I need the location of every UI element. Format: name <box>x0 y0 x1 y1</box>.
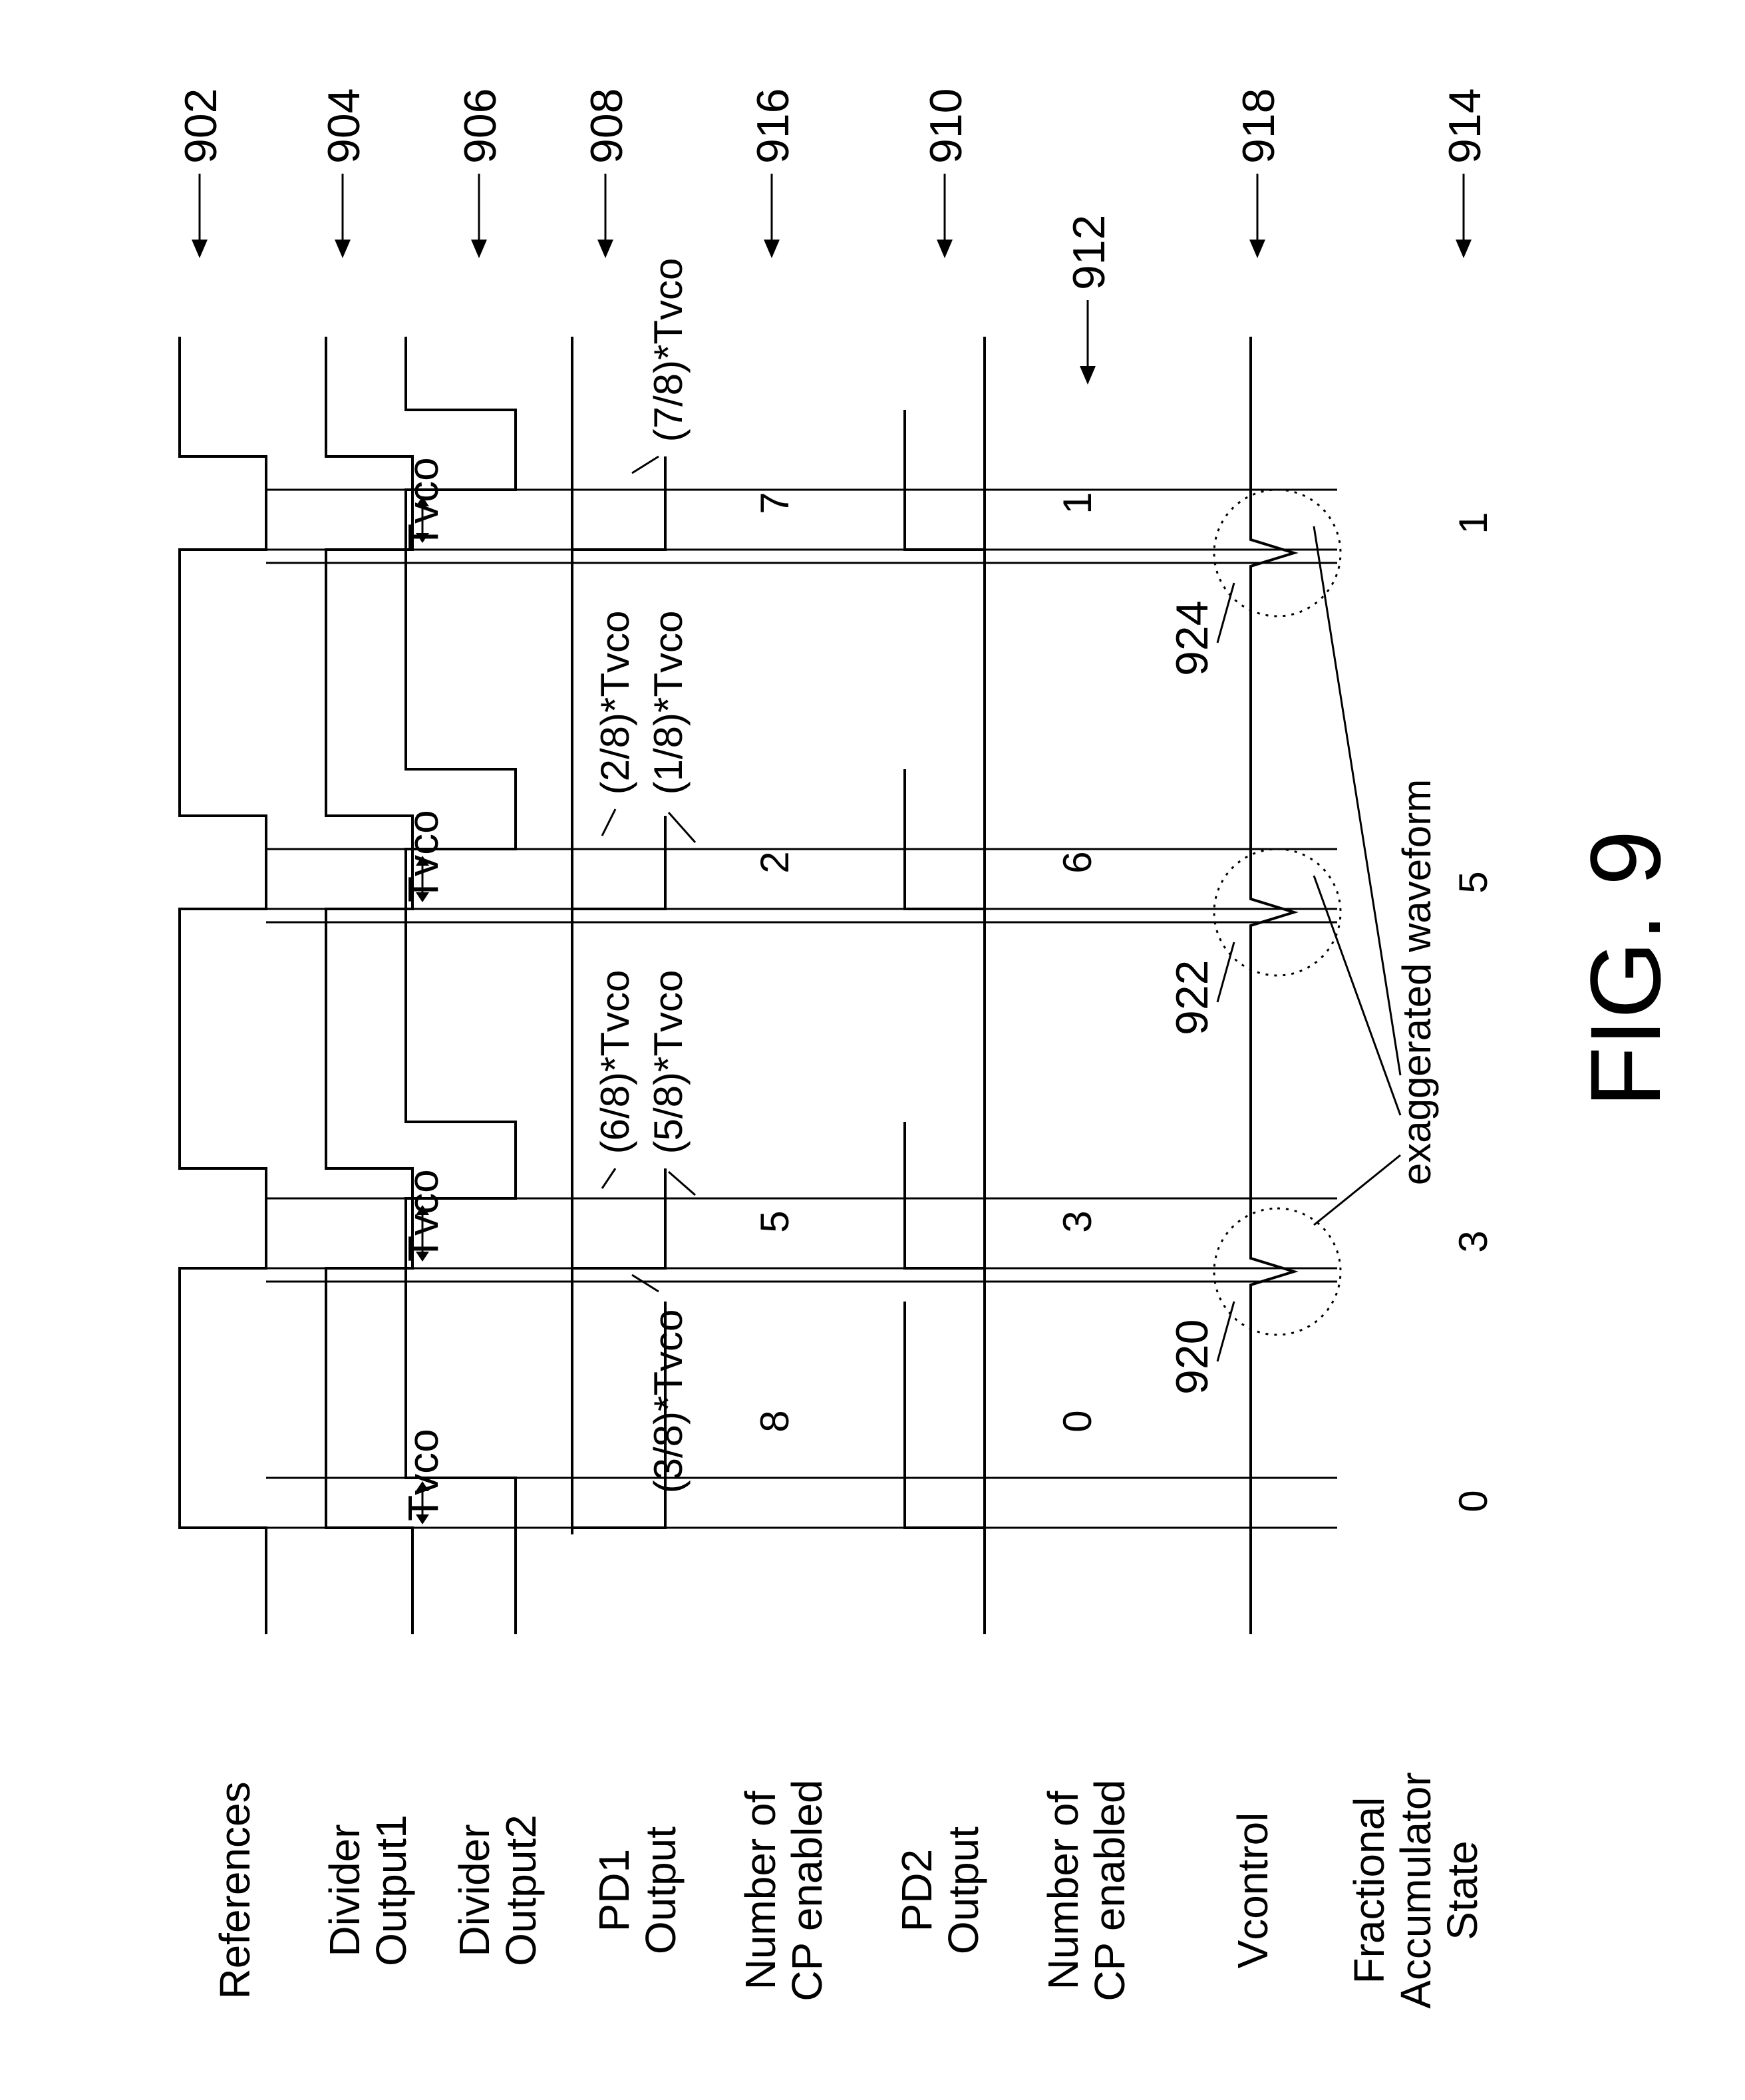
svg-text:Tvco: Tvco <box>399 457 447 550</box>
pd2-output-label: PD2Output <box>893 1827 987 1954</box>
reference-numerals: 902 904 906 908 916 910 912 918 <box>176 88 1490 385</box>
ripple-circle-922 <box>1214 849 1341 975</box>
cp2-count-label: Number ofCP enabled <box>1039 1779 1134 2001</box>
svg-text:916: 916 <box>748 88 798 164</box>
ref-916: 916 <box>748 88 798 258</box>
phase-label-2: (2/8)*Tvco (1/8)*Tvco <box>593 611 695 842</box>
svg-text:(3/8)*Tvco: (3/8)*Tvco <box>646 1310 691 1494</box>
references-label: References <box>211 1781 259 1999</box>
accumulator-state-0: 0 <box>1451 1490 1496 1512</box>
svg-text:Tvco: Tvco <box>399 1429 447 1521</box>
pd1-output-label: PD1Output <box>590 1827 685 1954</box>
cp1-count-1: 5 <box>752 1210 797 1232</box>
cp1-counts: 8 5 2 7 <box>752 492 797 1432</box>
accumulator-state-label: FractionalAccumulatorState <box>1345 1772 1486 2009</box>
ripple-ref-924: 924 <box>1167 583 1234 676</box>
phase-labels: (3/8)*Tvco (6/8)*Tvco (5/8)*Tvco (2/8)*T… <box>593 258 695 1494</box>
svg-text:904: 904 <box>319 88 369 164</box>
cp1-count-0: 8 <box>752 1410 797 1432</box>
ripple-circle-920 <box>1214 1208 1341 1335</box>
ref-912: 912 <box>1064 215 1114 385</box>
svg-text:922: 922 <box>1167 960 1217 1035</box>
svg-text:PD1Output: PD1Output <box>590 1827 685 1954</box>
svg-text:918: 918 <box>1233 88 1284 164</box>
exaggerated-waveform-callout: exaggerated waveform <box>1314 526 1439 1225</box>
tvco-marker-1: Tvco <box>399 1169 447 1262</box>
vcontrol-label: Vcontrol <box>1229 1813 1277 1969</box>
svg-text:(7/8)*Tvco: (7/8)*Tvco <box>646 258 691 442</box>
svg-text:924: 924 <box>1167 601 1217 676</box>
pd2-output-waveform <box>905 337 985 1634</box>
ripple-circle-924 <box>1214 490 1341 616</box>
svg-text:PD2Output: PD2Output <box>893 1827 987 1954</box>
cp1-count-label: Number ofCP enabled <box>736 1779 831 2001</box>
svg-text:(1/8)*Tvco: (1/8)*Tvco <box>646 611 691 795</box>
svg-text:Tvco: Tvco <box>399 810 447 902</box>
svg-text:(6/8)*Tvco: (6/8)*Tvco <box>593 970 637 1154</box>
tvco-marker-0: Tvco <box>399 1429 447 1524</box>
svg-text:908: 908 <box>581 88 632 164</box>
svg-text:902: 902 <box>176 88 226 164</box>
ripple-ref-920: 920 <box>1167 1302 1234 1395</box>
svg-text:906: 906 <box>455 88 506 164</box>
signal-labels: References DividerOutput1 DividerOutput2… <box>211 1772 1486 2009</box>
phase-label-1: (6/8)*Tvco (5/8)*Tvco <box>593 970 695 1195</box>
ref-902: 902 <box>176 88 226 258</box>
svg-text:Number ofCP enabled: Number ofCP enabled <box>1039 1779 1134 2001</box>
svg-text:920: 920 <box>1167 1319 1217 1395</box>
cp2-count-1: 3 <box>1055 1210 1100 1232</box>
cp2-count-3: 1 <box>1055 492 1100 514</box>
svg-text:References: References <box>211 1781 259 1999</box>
cp1-count-2: 2 <box>752 851 797 873</box>
figure-title: FIG. 9 <box>1569 830 1681 1108</box>
ripple-annotations: 920 922 924 exaggerated waveform <box>1167 490 1439 1395</box>
references-waveform <box>180 337 266 1634</box>
cp1-count-3: 7 <box>752 492 797 514</box>
cp2-count-0: 0 <box>1055 1410 1100 1432</box>
ref-914: 914 <box>1440 88 1490 258</box>
divider-output1-label: DividerOutput1 <box>321 1815 415 1966</box>
ripple-ref-922: 922 <box>1167 942 1234 1035</box>
svg-text:Number ofCP enabled: Number ofCP enabled <box>736 1779 831 2001</box>
svg-text:912: 912 <box>1064 215 1114 290</box>
cp2-count-2: 6 <box>1055 851 1100 873</box>
accumulator-state-3: 1 <box>1451 512 1496 534</box>
svg-text:FractionalAccumulatorState: FractionalAccumulatorState <box>1345 1772 1486 2009</box>
tvco-marker-2: Tvco <box>399 810 447 902</box>
divider-output2-label: DividerOutput2 <box>450 1815 545 1966</box>
ref-910: 910 <box>921 88 971 258</box>
svg-text:Tvco: Tvco <box>399 1169 447 1262</box>
accumulator-state-1: 3 <box>1451 1230 1496 1252</box>
svg-text:(2/8)*Tvco: (2/8)*Tvco <box>593 611 637 795</box>
phase-label-0: (3/8)*Tvco <box>632 1275 691 1493</box>
svg-text:DividerOutput2: DividerOutput2 <box>450 1815 545 1966</box>
svg-text:DividerOutput1: DividerOutput1 <box>321 1815 415 1966</box>
cp2-counts: 0 3 6 1 <box>1055 492 1100 1432</box>
ref-904: 904 <box>319 88 369 258</box>
ref-908: 908 <box>581 88 632 258</box>
svg-text:914: 914 <box>1440 88 1490 164</box>
svg-text:910: 910 <box>921 88 971 164</box>
tvco-marker-3: Tvco <box>399 457 447 550</box>
accumulator-state-2: 5 <box>1451 871 1496 893</box>
waveforms <box>180 337 1294 1634</box>
svg-text:Vcontrol: Vcontrol <box>1229 1813 1277 1969</box>
accumulator-states: 0 3 5 1 <box>1451 512 1496 1512</box>
phase-label-3: (7/8)*Tvco <box>632 258 691 473</box>
svg-text:(5/8)*Tvco: (5/8)*Tvco <box>646 970 691 1154</box>
rotated-drawing: References DividerOutput1 DividerOutput2… <box>176 88 1681 2009</box>
ref-906: 906 <box>455 88 506 258</box>
svg-text:exaggerated waveform: exaggerated waveform <box>1394 779 1439 1185</box>
vcontrol-waveform <box>1251 337 1294 1634</box>
ref-918: 918 <box>1233 88 1284 258</box>
